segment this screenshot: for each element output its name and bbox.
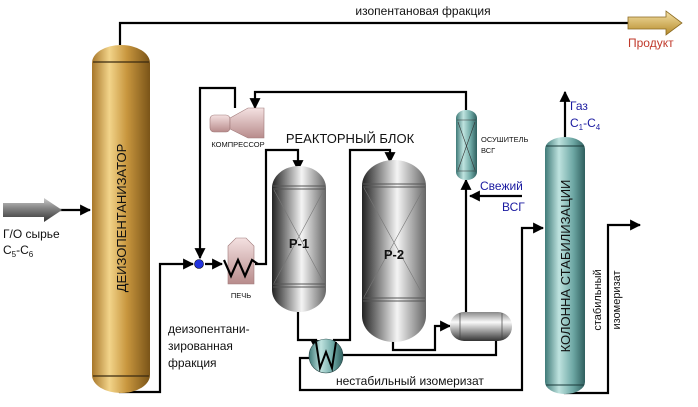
stable-isomerizate-label-1: стабильный xyxy=(592,269,604,330)
reactor-r2: Р-2 xyxy=(362,160,426,342)
deisopentanizer-label: ДЕИЗОПЕНТАНИЗАТОР xyxy=(114,144,129,293)
stabilization-column-label: КОЛОННА СТАБИЛИЗАЦИИ xyxy=(558,180,573,353)
dryer-label: ОСУШИТЕЛЬ xyxy=(481,135,529,144)
furnace-label: ПЕЧЬ xyxy=(231,291,251,300)
deisopentanizer-column: ДЕИЗОПЕНТАНИЗАТОР xyxy=(92,45,150,393)
isopentane-line xyxy=(118,21,632,45)
hydrogen-dryer xyxy=(456,110,477,180)
fresh-hydrogen-label-2: ВСГ xyxy=(502,200,525,214)
r2-to-separator-line xyxy=(391,320,452,352)
furnace-icon xyxy=(222,237,259,285)
deiso-fraction-label-2: зированная xyxy=(168,339,233,353)
dryer-label-2: ВСГ xyxy=(481,146,495,155)
fresh-hydrogen-label: Свежий xyxy=(480,179,523,193)
reactor-r1: Р-1 xyxy=(272,166,326,312)
feed-composition-label: C5-C6 xyxy=(3,243,34,259)
reactor1-label: Р-1 xyxy=(289,236,309,251)
feed-label: Г/О сырье xyxy=(3,227,60,241)
gas-label: Газ xyxy=(570,99,588,113)
feed-arrow-icon xyxy=(3,198,62,222)
separator-liquid-line xyxy=(343,340,498,357)
furnace-to-r1-line xyxy=(255,148,304,266)
stabilization-column: КОЛОННА СТАБИЛИЗАЦИИ xyxy=(545,137,585,394)
stable-isomerizate-label-2: изомеризат xyxy=(611,270,623,329)
gas-composition-label: C1-C4 xyxy=(570,116,601,132)
r1-to-exchanger-line xyxy=(296,308,322,352)
deiso-fraction-label-3: фракция xyxy=(168,356,217,370)
separator-drum xyxy=(450,312,512,341)
reactor-block-label: РЕАКТОРНЫЙ БЛОК xyxy=(286,131,415,146)
compressor-label: КОМПРЕССОР xyxy=(211,140,264,149)
product-arrow-icon xyxy=(627,10,683,36)
compressor-discharge-line xyxy=(194,86,237,260)
unstable-isomerizate-label: нестабильный изомеризат xyxy=(336,374,484,388)
pipelines xyxy=(60,21,642,395)
compressor-icon xyxy=(209,107,265,139)
reactor2-label: Р-2 xyxy=(384,247,404,262)
deiso-fraction-label-1: деизопентани- xyxy=(168,322,250,336)
unstable-isomerizate-line xyxy=(298,222,545,392)
mixer-dot-icon xyxy=(194,259,204,269)
recycle-gas-line xyxy=(249,90,468,110)
heat-exchanger-icon xyxy=(308,338,344,374)
product-label: Продукт xyxy=(628,36,674,50)
isopentane-fraction-label: изопентановая фракция xyxy=(355,4,490,18)
